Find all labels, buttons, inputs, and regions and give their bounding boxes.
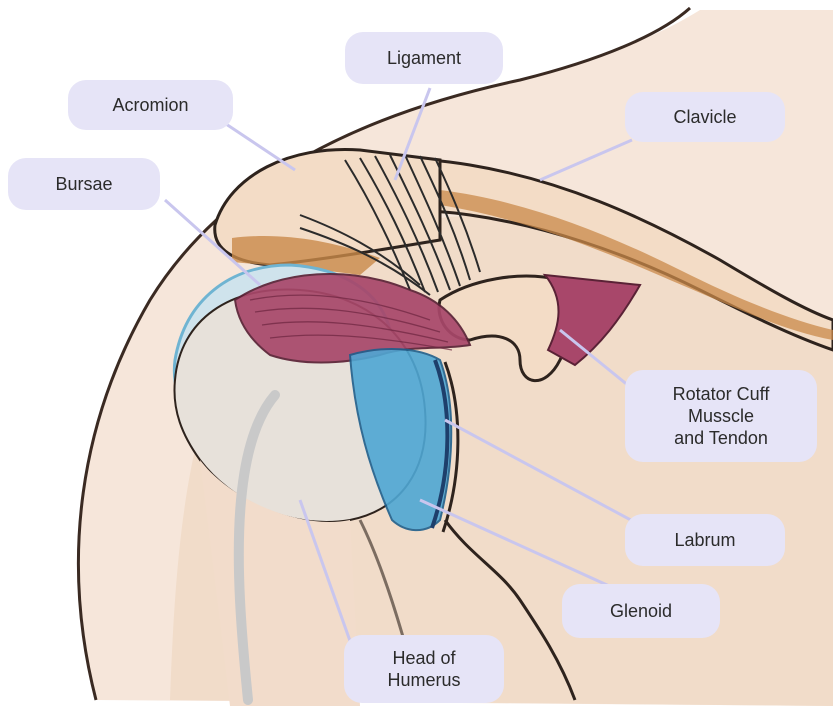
- label-glenoid: Glenoid: [562, 584, 720, 638]
- label-rotator-cuff: Rotator Cuff Musscle and Tendon: [625, 370, 817, 462]
- label-bursae: Bursae: [8, 158, 160, 210]
- label-ligament: Ligament: [345, 32, 503, 84]
- label-head-of-humerus: Head of Humerus: [344, 635, 504, 703]
- label-clavicle: Clavicle: [625, 92, 785, 142]
- label-labrum: Labrum: [625, 514, 785, 566]
- label-acromion: Acromion: [68, 80, 233, 130]
